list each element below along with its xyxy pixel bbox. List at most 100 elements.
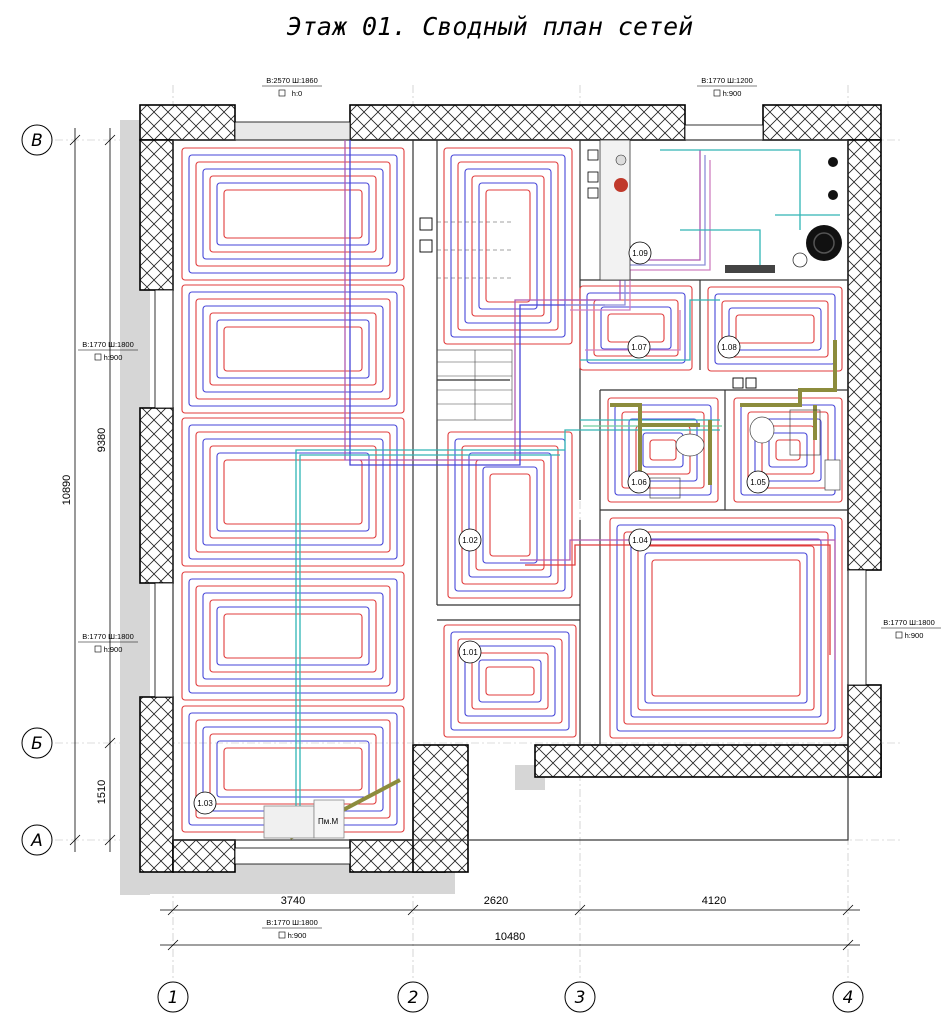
sewer-pipes [289, 340, 837, 840]
heating-loop [761, 425, 815, 475]
heating-loop [188, 291, 398, 407]
axis-label-4: 4 [843, 988, 854, 1008]
heating-loop [454, 438, 566, 592]
room-number: 1.08 [721, 343, 737, 352]
heating-loop [188, 578, 398, 694]
room-marker [193, 791, 217, 815]
heating-loop [649, 439, 677, 461]
room-marker [746, 470, 770, 494]
heating-loop [223, 747, 363, 791]
room-marker [458, 528, 482, 552]
heating-loop [181, 284, 405, 414]
heating-loop [579, 285, 693, 371]
dim-4120: 4120 [702, 895, 726, 907]
heating-loop [195, 298, 391, 400]
heating-loop [443, 147, 573, 345]
heating-loop [209, 175, 377, 253]
axis-label-1: 1 [168, 988, 179, 1008]
heating-loop [728, 307, 822, 351]
heating-loop [707, 286, 843, 372]
heating-loop [223, 459, 363, 525]
page-title: Этаж 01. Сводный план сетей [287, 12, 693, 41]
heating-loop [475, 459, 545, 571]
room-number: 1.02 [462, 536, 478, 545]
opening-left-upper-size: В:1770 Ш:1800 [82, 340, 134, 349]
dim-left-total: 10890 [61, 475, 73, 506]
opening-right-size: В:1770 Ш:1800 [883, 618, 935, 627]
dim-3740: 3740 [281, 895, 305, 907]
heating-loop [195, 585, 391, 687]
stairs [436, 221, 513, 421]
heating-loop [485, 189, 531, 303]
dim-left-lower: 1510 [96, 780, 108, 804]
heating-loop [195, 431, 391, 553]
outer-walls [139, 104, 882, 873]
heating-loop [768, 432, 808, 468]
heating-loop [621, 411, 705, 489]
heating-loop [209, 599, 377, 673]
room-marker [627, 470, 651, 494]
room-marker [628, 241, 652, 265]
heating-loop [202, 168, 384, 260]
pipe-network [295, 140, 840, 838]
heating-loop [489, 473, 531, 557]
heating-loop [609, 517, 843, 739]
heating-loop [482, 466, 538, 564]
heating-loop [195, 161, 391, 267]
heating-loop [461, 445, 559, 585]
heating-loop [735, 314, 815, 344]
heating-loop [644, 552, 808, 704]
opening-top-right-size: В:1770 Ш:1200 [701, 76, 753, 85]
heating-loop [223, 189, 363, 239]
heating-loop [209, 733, 377, 805]
heating-loop [443, 624, 577, 738]
axis-label-2: 2 [408, 988, 419, 1008]
heating-loop [651, 559, 801, 697]
heating-loop [223, 326, 363, 372]
axis-label-a: А [30, 831, 43, 851]
heating-loop [471, 652, 549, 710]
opening-left-upper-h: h:900 [104, 353, 123, 362]
opening-right-h: h:900 [905, 631, 924, 640]
room-number: 1.07 [631, 343, 647, 352]
heating-loop [450, 631, 570, 731]
heating-loop [464, 645, 556, 717]
opening-top-right-h: h:900 [723, 89, 742, 98]
opening-top-left-h: h:0 [292, 89, 302, 98]
heating-loop [623, 531, 829, 725]
heating-loop [216, 452, 370, 532]
axis-label-3: 3 [575, 988, 586, 1008]
heating-loop [216, 182, 370, 246]
square-icon [94, 89, 903, 939]
heating-loop [181, 417, 405, 567]
heating-loop [630, 538, 822, 718]
dim-2620: 2620 [484, 895, 508, 907]
heating-loop [714, 293, 836, 365]
heating-loop [754, 418, 822, 482]
heating-loop [733, 397, 843, 503]
heating-loop [202, 438, 384, 546]
heating-loop [747, 411, 829, 489]
room-number: 1.01 [462, 648, 478, 657]
heating-loop [468, 452, 552, 578]
boiler-equipment [587, 139, 842, 281]
room-number: 1.06 [631, 478, 647, 487]
heating-loop [202, 726, 384, 812]
dimension-lines [69, 128, 860, 951]
heating-loop [478, 182, 538, 310]
heating-loop [195, 719, 391, 819]
room-number: 1.04 [632, 536, 648, 545]
opening-tags [78, 85, 941, 929]
heating-loops [181, 147, 843, 833]
axis-label-b: Б [31, 734, 43, 754]
heating-loop [775, 439, 801, 461]
heating-loop [188, 154, 398, 274]
heating-loop [721, 300, 829, 358]
interior-walls [172, 139, 849, 841]
heating-loop [471, 175, 545, 317]
heating-loop [223, 613, 363, 659]
heating-loop [616, 524, 836, 732]
heating-loop [202, 305, 384, 393]
manifold-label: Пм.М [318, 817, 338, 826]
